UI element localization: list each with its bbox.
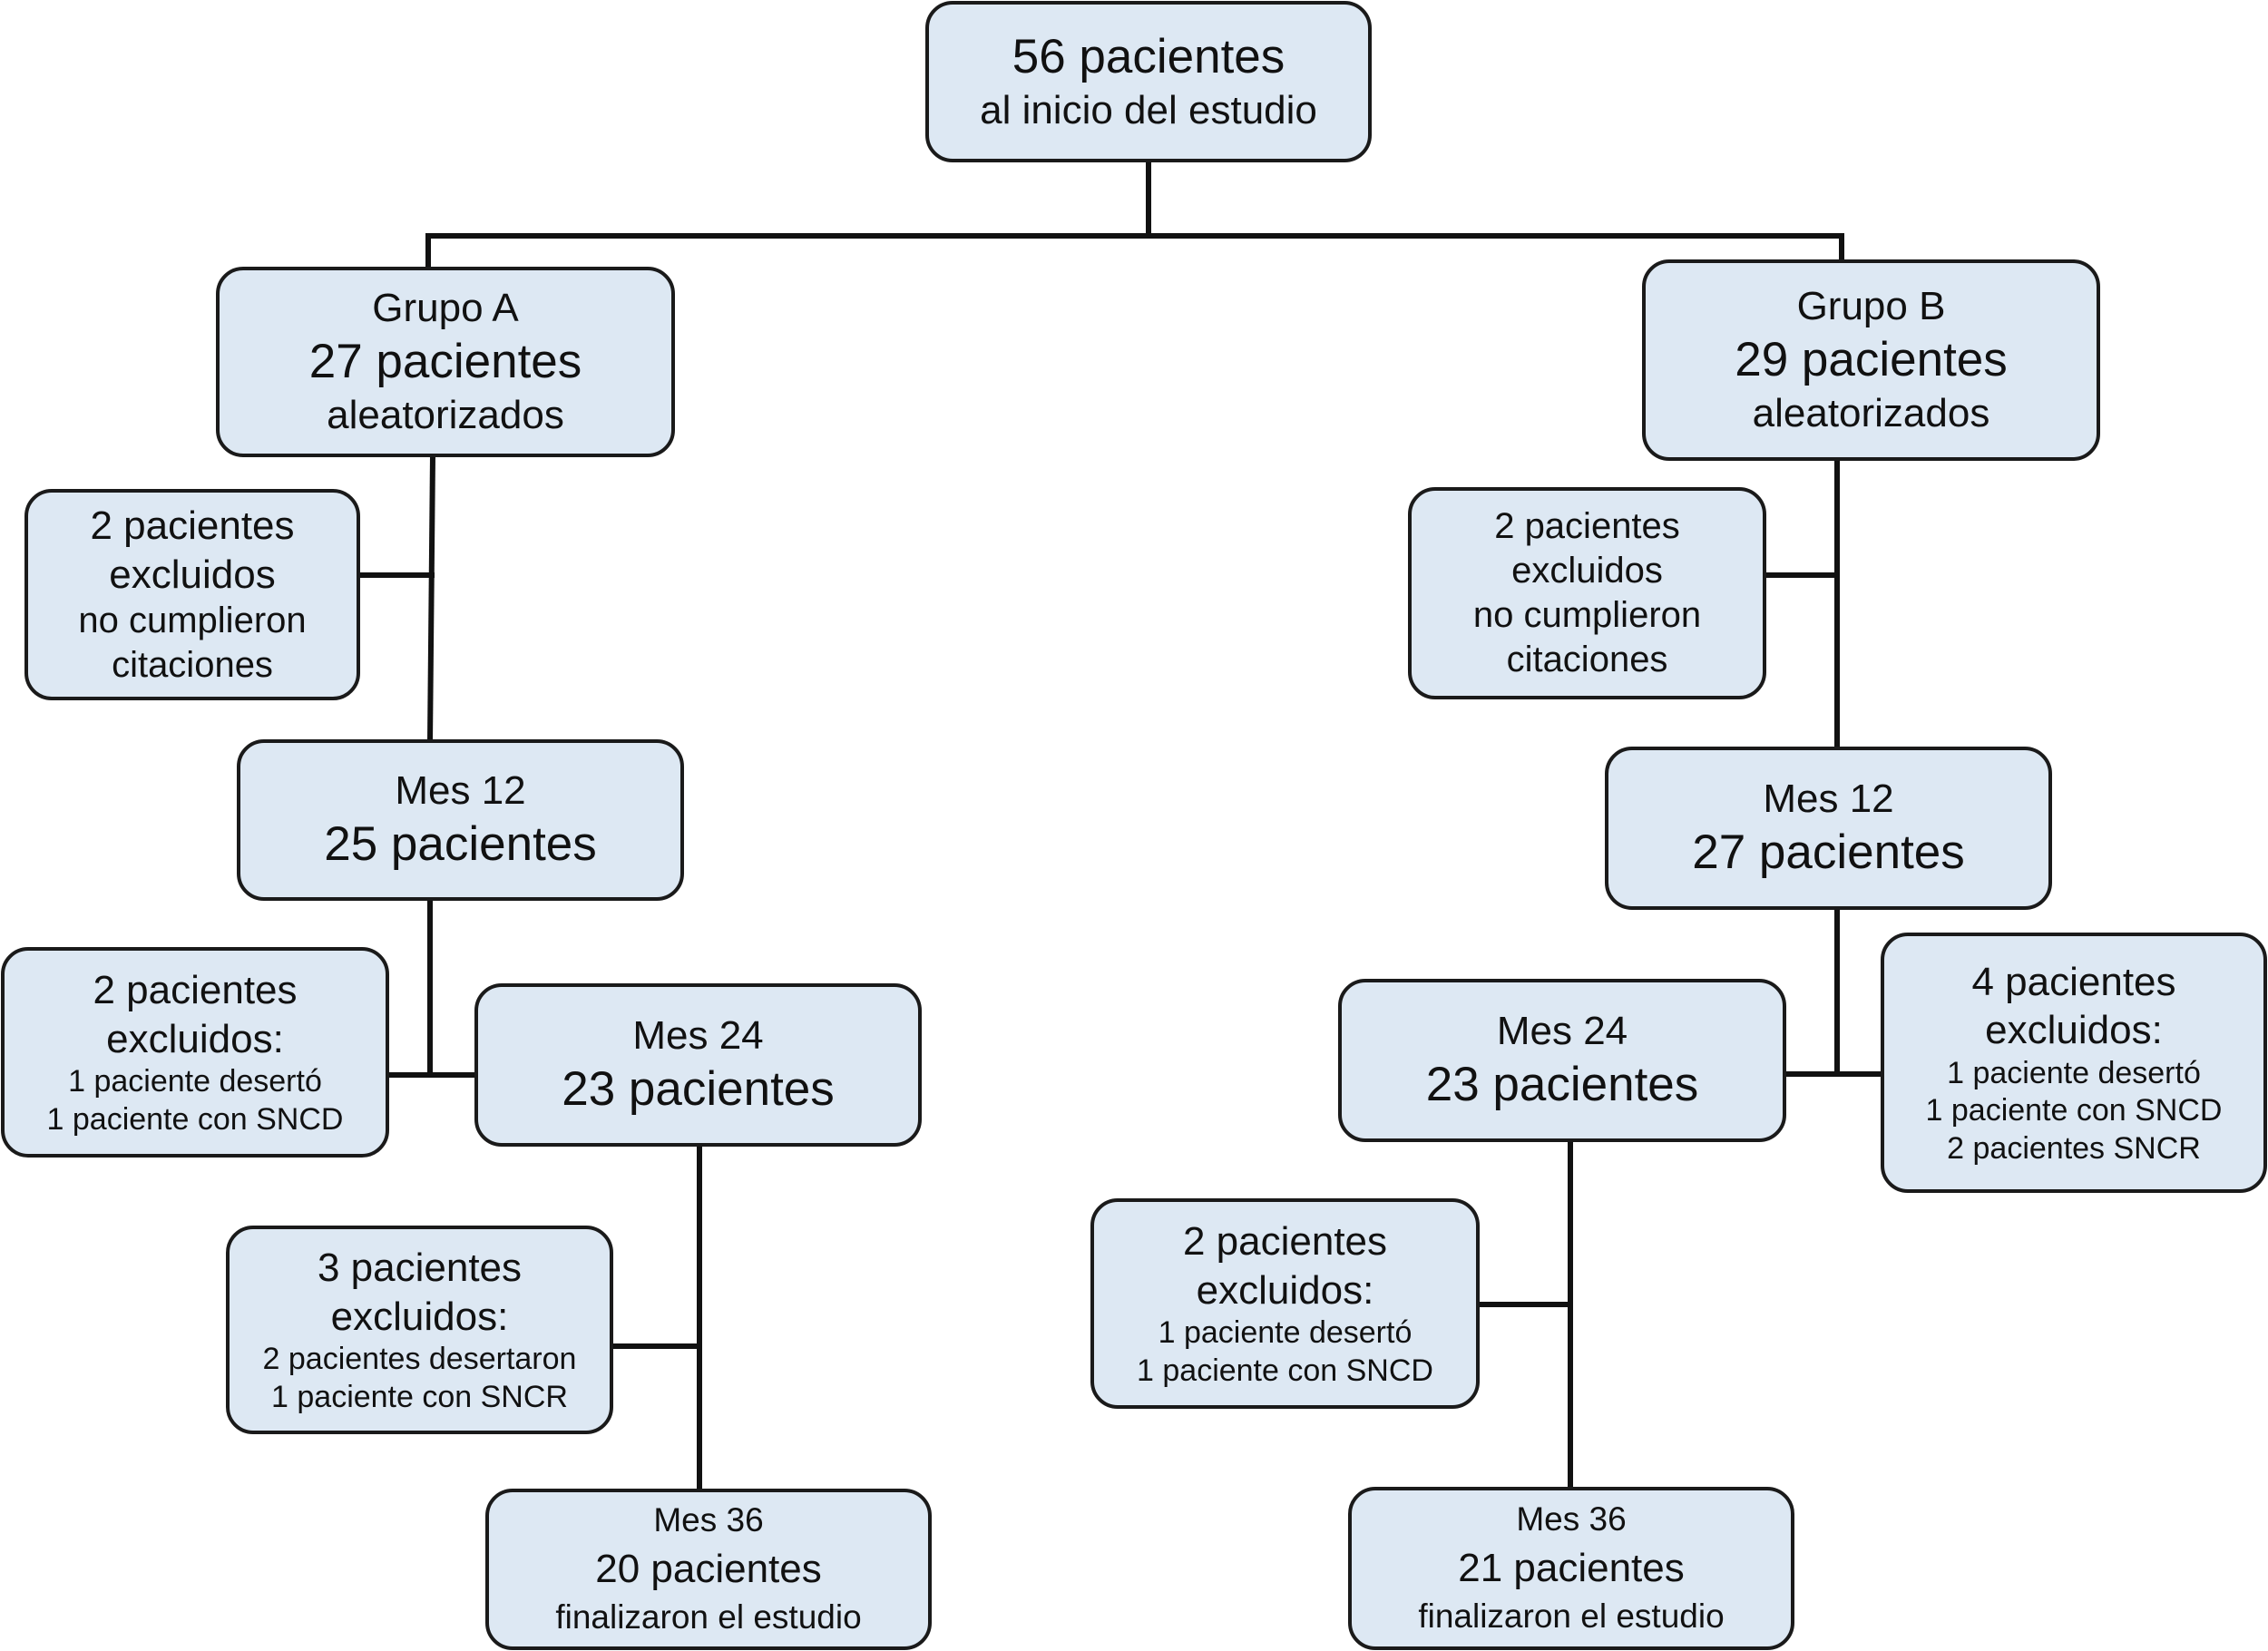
group-b-count: 29 pacientes — [1735, 332, 2008, 386]
group-a-randomized-label: aleatorizados — [327, 393, 564, 438]
group-a-excluded-2-detail-2: 1 paciente con SNCD — [46, 1101, 344, 1137]
group-a-month24-node: Mes 24 23 pacientes — [474, 983, 922, 1147]
group-a-excluded-3-title: excluidos: — [330, 1294, 509, 1339]
group-a-excluded-2-detail-1: 1 paciente desertó — [68, 1064, 322, 1099]
group-a-excluded-3-node: 3 pacientes excluidos: 2 pacientes deser… — [226, 1226, 613, 1434]
group-a-randomized-node: Grupo A 27 pacientes aleatorizados — [216, 267, 675, 457]
group-b-month24-count: 23 pacientes — [1425, 1057, 1699, 1111]
group-a-excluded-1-count: 2 pacientes — [90, 503, 295, 549]
connector-a-trunk-1 — [426, 452, 436, 746]
group-a-excluded-1-reason: no cumplieron — [78, 601, 307, 641]
group-b-excluded-3-count: 2 pacientes — [1182, 1218, 1388, 1264]
group-b-excluded-1-count: 2 pacientes — [1494, 506, 1680, 547]
group-b-title: Grupo B — [1796, 284, 1946, 328]
root-start-label: al inicio del estudio — [980, 88, 1317, 133]
root-node: 56 pacientes al inicio del estudio — [925, 1, 1372, 162]
group-a-month36-finished-label: finalizaron el estudio — [555, 1598, 862, 1636]
group-a-excluded-2-title: excluidos: — [106, 1016, 284, 1061]
group-b-month36-node: Mes 36 21 pacientes finalizaron el estud… — [1348, 1487, 1794, 1650]
group-b-month12-node: Mes 12 27 pacientes — [1605, 747, 2052, 910]
group-b-excluded-2-title: excluidos: — [1985, 1008, 2163, 1053]
group-a-title: Grupo A — [372, 286, 519, 330]
group-b-excluded-2-count: 4 pacientes — [1971, 959, 2176, 1004]
group-b-excluded-2-detail-1: 1 paciente desertó — [1947, 1055, 2201, 1090]
group-b-month24-label: Mes 24 — [1496, 1008, 1628, 1053]
group-b-excluded-1-title: excluidos — [1511, 551, 1663, 591]
group-a-excluded-3-detail-1: 2 pacientes desertaron — [262, 1342, 577, 1377]
group-b-randomized-label: aleatorizados — [1752, 391, 1990, 436]
group-a-excluded-3-count: 3 pacientes — [317, 1245, 523, 1290]
group-a-excluded-3-detail-2: 1 paciente con SNCR — [271, 1379, 568, 1414]
group-a-month36-node: Mes 36 20 pacientes finalizaron el estud… — [485, 1489, 932, 1650]
group-b-month24-node: Mes 24 23 pacientes — [1338, 979, 1786, 1142]
root-total-label: 56 pacientes — [1012, 29, 1286, 83]
group-b-excluded-3-detail-2: 1 paciente con SNCD — [1137, 1353, 1433, 1388]
group-a-month12-count: 25 pacientes — [324, 816, 597, 871]
group-a-month36-label: Mes 36 — [653, 1501, 764, 1539]
group-b-excluded-3-node: 2 pacientes excluidos: 1 paciente desert… — [1090, 1198, 1480, 1409]
group-b-excluded-3-title: excluidos: — [1196, 1267, 1374, 1313]
group-b-month12-count: 27 pacientes — [1692, 825, 1965, 879]
group-a-month12-node: Mes 12 25 pacientes — [237, 739, 684, 901]
group-a-month12-label: Mes 12 — [395, 767, 526, 813]
group-b-excluded-3-detail-1: 1 paciente desertó — [1158, 1315, 1413, 1351]
group-a-month36-count: 20 pacientes — [595, 1546, 822, 1591]
group-b-month36-count: 21 pacientes — [1458, 1545, 1685, 1590]
group-a-excluded-2-node: 2 pacientes excluidos: 1 paciente desert… — [1, 947, 389, 1158]
group-a-excluded-2-count: 2 pacientes — [93, 967, 298, 1012]
group-b-month36-finished-label: finalizaron el estudio — [1418, 1597, 1725, 1636]
group-b-excluded-1-reason: no cumplieron — [1472, 595, 1702, 635]
group-b-excluded-2-detail-2: 1 paciente con SNCD — [1925, 1093, 2223, 1128]
group-a-excluded-1-node: 2 pacientes excluidos no cumplieron cita… — [24, 489, 360, 700]
group-a-count: 27 pacientes — [308, 334, 582, 388]
group-b-excluded-1-node: 2 pacientes excluidos no cumplieron cita… — [1408, 487, 1766, 699]
group-a-month24-label: Mes 24 — [632, 1012, 764, 1058]
group-a-month24-count: 23 pacientes — [562, 1061, 835, 1116]
group-a-excluded-1-reason-cont: citaciones — [112, 645, 273, 686]
group-b-month12-label: Mes 12 — [1763, 776, 1894, 821]
group-a-excluded-1-title: excluidos — [109, 552, 276, 597]
group-b-excluded-2-detail-3: 2 pacientes SNCR — [1947, 1130, 2201, 1166]
group-b-excluded-2-node: 4 pacientes excluidos: 1 paciente desert… — [1881, 933, 2267, 1193]
group-b-randomized-node: Grupo B 29 pacientes aleatorizados — [1642, 259, 2100, 461]
group-b-month36-label: Mes 36 — [1516, 1500, 1627, 1539]
group-b-excluded-1-reason-cont: citaciones — [1506, 639, 1668, 679]
